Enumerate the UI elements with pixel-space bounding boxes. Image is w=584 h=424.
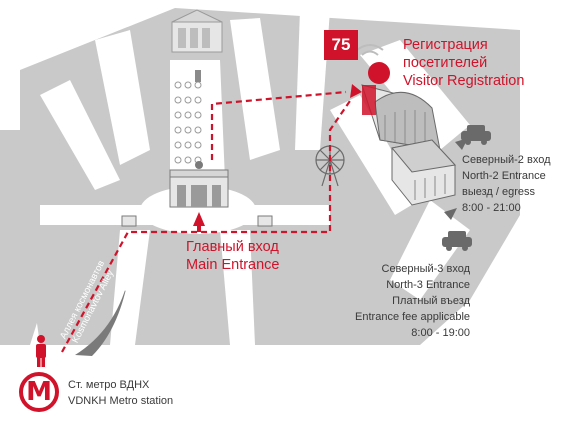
- kiosk-left: [121, 215, 273, 227]
- north3-fee-ru: Платный въезд: [392, 295, 470, 307]
- north2-label-en: North-2 Entrance: [462, 170, 546, 182]
- north2-label-ru: Северный-2 вход: [462, 154, 551, 166]
- registration-label-ru-1: Регистрация: [403, 37, 488, 53]
- north3-hours: 8:00 - 19:00: [411, 327, 470, 339]
- pavilion-75: [361, 84, 441, 151]
- registration-label-ru-2: посетителей: [403, 55, 488, 71]
- north3-label-ru: Северный-3 вход: [381, 263, 471, 275]
- north2-egress: выезд / egress: [462, 186, 536, 198]
- main-arch: [169, 161, 229, 208]
- registration-label-en: Visitor Registration: [403, 73, 525, 89]
- metro-label-en: VDNKH Metro station: [68, 395, 174, 407]
- arrow-icon: [193, 84, 362, 232]
- person-icon: [36, 335, 46, 367]
- north-building: [391, 139, 456, 206]
- statue-icon: [195, 70, 201, 82]
- main-entrance-label-en: Main Entrance: [186, 257, 280, 273]
- north2-hours: 8:00 - 21:00: [462, 202, 521, 214]
- central-pavilion: [171, 9, 223, 53]
- metro-icon: М: [19, 372, 59, 412]
- route-path: [61, 90, 353, 353]
- main-entrance-label-ru: Главный вход: [186, 239, 279, 255]
- rocket-monument-icon: [75, 275, 132, 356]
- red-marker-icon: [356, 44, 390, 84]
- metro-symbol: М: [26, 377, 52, 407]
- north3-label-en: North-3 Entrance: [386, 279, 470, 291]
- car-icon: [461, 125, 491, 145]
- north3-fee-en: Entrance fee applicable: [355, 311, 470, 323]
- fountain-alley: [174, 81, 202, 164]
- pavilion-number-badge: 75: [324, 30, 358, 60]
- car-icon: [442, 231, 472, 251]
- metro-label-ru: Ст. метро ВДНХ: [68, 379, 150, 391]
